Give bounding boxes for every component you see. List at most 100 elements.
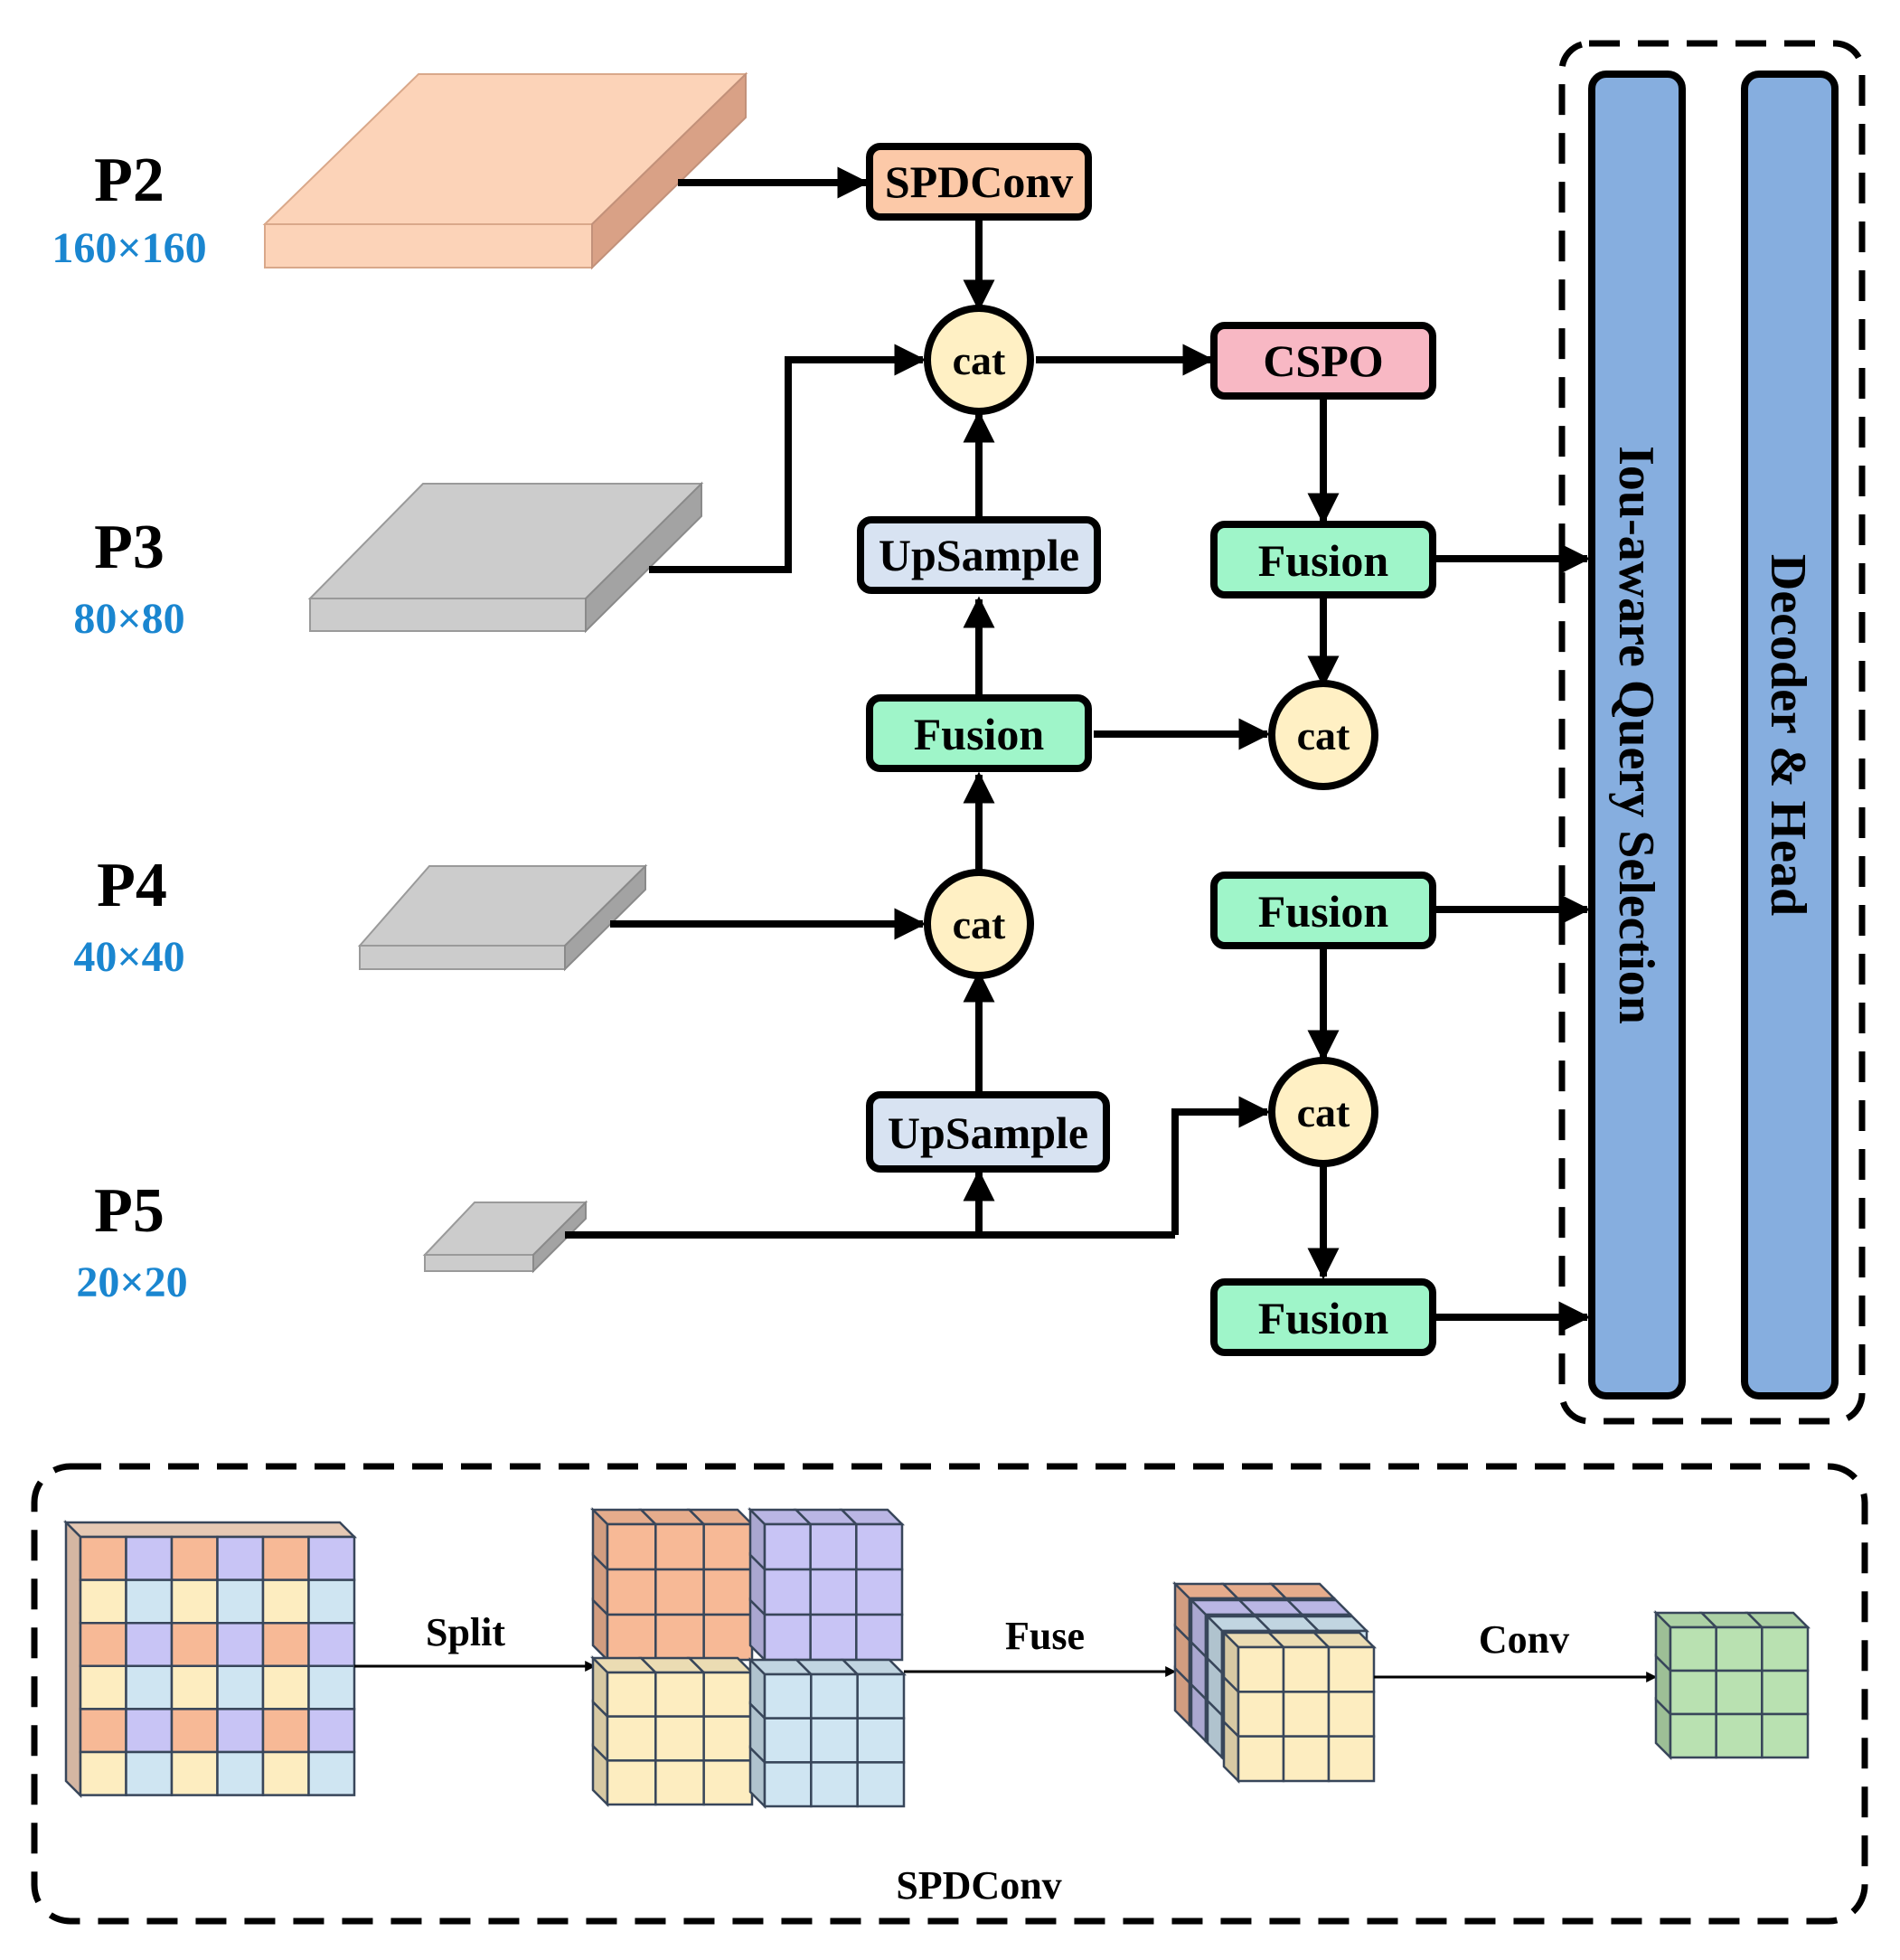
split-cube-yellow-front-cell bbox=[654, 1671, 705, 1718]
input-grid-cell bbox=[261, 1621, 310, 1668]
input-grid-cell bbox=[170, 1535, 219, 1581]
split-cube-blue-front-cell bbox=[810, 1717, 859, 1764]
split-cube-purple-front-cell bbox=[809, 1613, 858, 1662]
input-grid-cell bbox=[307, 1750, 356, 1796]
spdconv-detail-border bbox=[31, 1463, 1868, 1925]
fused-layer-yellow bbox=[1220, 1629, 1378, 1785]
feature-slab-p4 bbox=[357, 863, 648, 972]
input-grid-cell bbox=[125, 1750, 174, 1796]
input-grid-cell bbox=[125, 1535, 174, 1581]
input-grid-cell bbox=[79, 1535, 127, 1581]
input-grid-cell bbox=[79, 1750, 127, 1796]
conv-cube-green bbox=[1652, 1609, 1811, 1761]
split-cube-blue-front-cell bbox=[856, 1673, 906, 1720]
input-grid-cell bbox=[170, 1664, 219, 1710]
split-cube-purple bbox=[747, 1506, 906, 1663]
split-cube-orange-front-cell bbox=[702, 1568, 754, 1616]
split-cube-orange-front-cell bbox=[606, 1522, 657, 1571]
input-grid-cell bbox=[125, 1708, 174, 1754]
conv-cube-green-front-cell bbox=[1669, 1625, 1717, 1673]
fuse-label: Fuse bbox=[1005, 1614, 1085, 1658]
fused-layer-yellow-front-cell bbox=[1237, 1735, 1285, 1783]
input-grid-cell bbox=[79, 1578, 127, 1625]
level-label-p2: P2 bbox=[94, 146, 165, 215]
split-cube-blue-front-cell bbox=[763, 1673, 813, 1720]
query-selection-label: Iou-aware Query Selection bbox=[1608, 446, 1664, 1024]
input-grid-cell bbox=[307, 1621, 356, 1668]
input-grid-cell bbox=[216, 1750, 265, 1796]
split-cube-blue-front-cell bbox=[810, 1673, 859, 1720]
fusion-block-3: Fusion bbox=[1210, 1278, 1436, 1356]
input-grid-cell bbox=[125, 1664, 174, 1710]
split-cube-yellow-front-cell bbox=[606, 1759, 657, 1806]
fusion-label-3: Fusion bbox=[1258, 1293, 1389, 1343]
split-cube-purple-front-cell bbox=[855, 1613, 904, 1662]
split-cube-orange-front-cell bbox=[654, 1613, 705, 1662]
input-grid-cell bbox=[216, 1535, 265, 1581]
level-size-p3: 80×80 bbox=[73, 595, 184, 643]
upsample-label-top: UpSample bbox=[879, 530, 1079, 580]
split-cube-orange-front-cell bbox=[606, 1613, 657, 1662]
fusion-block-left: Fusion bbox=[866, 694, 1092, 772]
split-cube-yellow-front-cell bbox=[606, 1671, 657, 1718]
split-cube-yellow bbox=[589, 1654, 756, 1808]
spdconv-label: SPDConv bbox=[885, 156, 1073, 207]
upsample-block-top: UpSample bbox=[857, 516, 1101, 594]
input-grid-cell bbox=[125, 1578, 174, 1625]
feature-slab-p2 bbox=[262, 71, 748, 270]
query-selection-column: Iou-aware Query Selection bbox=[1588, 71, 1686, 1399]
decoder-head-label: Decoder & Head bbox=[1760, 554, 1816, 916]
split-cube-orange-front-cell bbox=[702, 1613, 754, 1662]
input-grid-cell bbox=[79, 1664, 127, 1710]
split-cube-yellow-front-cell bbox=[702, 1715, 754, 1762]
input-grid-cell bbox=[307, 1708, 356, 1754]
split-cube-blue-front-cell bbox=[763, 1761, 813, 1808]
fused-layer-yellow-front-cell bbox=[1282, 1735, 1331, 1783]
input-grid-cell bbox=[307, 1578, 356, 1625]
cat-node-3: cat bbox=[924, 869, 1034, 979]
input-grid-cell bbox=[261, 1708, 310, 1754]
split-cube-orange-front-cell bbox=[654, 1522, 705, 1571]
split-cube-orange-front-cell bbox=[702, 1522, 754, 1571]
head-group-border bbox=[1558, 40, 1866, 1425]
input-grid-cell bbox=[79, 1708, 127, 1754]
fusion-block-2: Fusion bbox=[1210, 872, 1436, 949]
split-cube-blue bbox=[747, 1656, 908, 1810]
input-grid-cell bbox=[216, 1708, 265, 1754]
level-label-p5: P5 bbox=[94, 1176, 165, 1246]
fused-layer-yellow-front-cell bbox=[1327, 1691, 1376, 1738]
split-cube-yellow-front-cell bbox=[702, 1759, 754, 1806]
cat-node-2: cat bbox=[1268, 680, 1378, 790]
split-label: Split bbox=[426, 1610, 505, 1654]
fusion-label-left: Fusion bbox=[914, 709, 1045, 759]
cspo-label: CSPO bbox=[1263, 335, 1383, 386]
upsample-label-bottom: UpSample bbox=[888, 1107, 1088, 1158]
cspo-block: CSPO bbox=[1210, 322, 1436, 400]
fused-layer-yellow-front-cell bbox=[1327, 1645, 1376, 1693]
conv-cube-green-front-cell bbox=[1669, 1712, 1717, 1759]
split-cube-purple-front-cell bbox=[809, 1522, 858, 1571]
split-cube-blue-front-cell bbox=[856, 1717, 906, 1764]
split-cube-orange-front-cell bbox=[654, 1568, 705, 1616]
level-label-p4: P4 bbox=[97, 851, 167, 920]
fusion-label-2: Fusion bbox=[1258, 886, 1389, 937]
conv-cube-green-front-cell bbox=[1761, 1712, 1810, 1759]
split-cube-yellow-front-cell bbox=[654, 1759, 705, 1806]
level-size-p4: 40×40 bbox=[73, 933, 184, 981]
cat-node-1: cat bbox=[924, 305, 1034, 415]
input-grid-cube bbox=[62, 1519, 358, 1799]
conv-cube-green-front-cell bbox=[1715, 1669, 1764, 1716]
input-grid-cell bbox=[261, 1535, 310, 1581]
fused-layer-yellow-front-cell bbox=[1237, 1691, 1285, 1738]
split-cube-blue-front-cell bbox=[856, 1761, 906, 1808]
level-label-p3: P3 bbox=[94, 513, 165, 582]
split-cube-yellow-front-cell bbox=[702, 1671, 754, 1718]
fused-cube-stack bbox=[1171, 1580, 1378, 1785]
input-grid-cell bbox=[125, 1621, 174, 1668]
cat-label-4: cat bbox=[1297, 1089, 1350, 1135]
fused-layer-yellow-front-cell bbox=[1327, 1735, 1376, 1783]
split-cube-blue-front-cell bbox=[810, 1761, 859, 1808]
conv-cube-green-front-cell bbox=[1761, 1625, 1810, 1673]
split-cube-yellow-front-cell bbox=[606, 1715, 657, 1762]
